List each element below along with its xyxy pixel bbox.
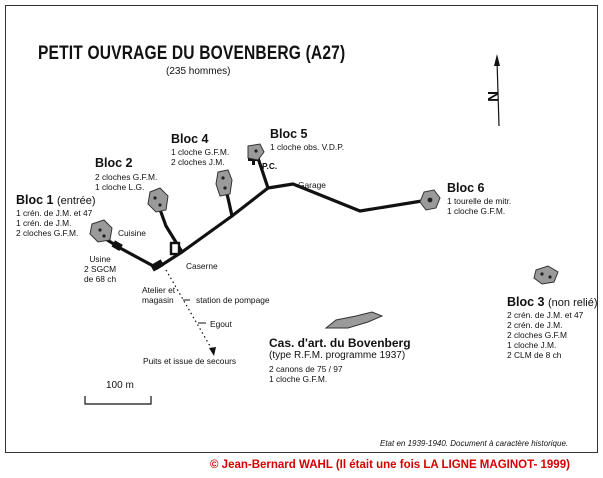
atelier-room bbox=[150, 259, 165, 272]
casemate-line: 2 canons de 75 / 97 bbox=[269, 364, 343, 374]
bloc5-name: Bloc 5 bbox=[270, 127, 308, 141]
bloc4-line: 1 cloche G.F.M. bbox=[171, 147, 230, 157]
bloc1-line: 2 cloches G.F.M. bbox=[16, 228, 79, 238]
bloc6-name: Bloc 6 bbox=[447, 181, 485, 195]
bloc6-title: Bloc 6 bbox=[447, 182, 485, 195]
bloc6-line: 1 tourelle de mitr. bbox=[447, 196, 512, 206]
sewer-arrow bbox=[209, 347, 216, 356]
bloc3-line: 1 cloche J.M. bbox=[507, 340, 557, 350]
casemate-title: Cas. d'art. du Bovenberg bbox=[269, 336, 411, 350]
puits-label: Puits et issue de secours bbox=[143, 356, 237, 366]
gallery-main bbox=[155, 182, 430, 270]
garage-label: Garage bbox=[298, 180, 326, 190]
bloc6-line: 1 cloche G.F.M. bbox=[447, 206, 506, 216]
bloc1-line: 1 crén. de J.M. et 47 bbox=[16, 208, 93, 218]
bloc3-line: 2 crén. de J.M. et 47 bbox=[507, 310, 584, 320]
usine-label: Usine 2 SGCM de 68 ch bbox=[84, 254, 116, 284]
copyright: © Jean-Bernard WAHL (Il était une fois L… bbox=[210, 459, 570, 471]
bloc3-qualifier: (non relié) bbox=[548, 297, 598, 309]
sewer-line bbox=[165, 269, 215, 354]
bloc3-shape bbox=[533, 265, 559, 285]
casemate-line: 1 cloche G.F.M. bbox=[269, 374, 328, 384]
page-title: PETIT OUVRAGE DU BOVENBERG (A27) bbox=[38, 43, 346, 64]
bloc4-line: 2 cloches J.M. bbox=[171, 157, 225, 167]
page-subtitle: (235 hommes) bbox=[166, 66, 231, 77]
casemate-shape bbox=[324, 311, 384, 329]
bloc3-name: Bloc 3 bbox=[507, 295, 545, 309]
caserne-label: Caserne bbox=[186, 261, 218, 271]
bloc1-details: 1 crén. de J.M. et 47 1 crén. de J.M. 2 … bbox=[16, 208, 92, 238]
bloc2-line: 1 cloche L.G. bbox=[95, 182, 145, 192]
bloc2-name: Bloc 2 bbox=[95, 156, 133, 170]
bloc1-line: 1 crén. de J.M. bbox=[16, 218, 72, 228]
usine-room bbox=[111, 240, 123, 251]
pc-room-post bbox=[252, 155, 255, 165]
pc-label: P.C. bbox=[262, 161, 278, 171]
bloc2-shape bbox=[147, 187, 169, 213]
gallery-bloc5 bbox=[256, 156, 270, 190]
bloc4-shape bbox=[215, 169, 233, 197]
bloc2-details: 2 cloches G.F.M. 1 cloche L.G. bbox=[95, 172, 157, 192]
bloc-shapes bbox=[89, 143, 559, 329]
caserne-room bbox=[169, 241, 181, 256]
bloc4-details: 1 cloche G.F.M. 2 cloches J.M. bbox=[171, 147, 229, 167]
casemate-type: (type R.F.M. programme 1937) bbox=[269, 350, 406, 361]
usine-line: 2 SGCM bbox=[84, 264, 117, 274]
atelier-line: Atelier et bbox=[142, 285, 176, 295]
casemate-details: 2 canons de 75 / 97 1 cloche G.F.M. bbox=[269, 364, 343, 384]
atelier-label: Atelier et magasin bbox=[142, 285, 175, 305]
bloc1-title: Bloc 1 (entrée) bbox=[16, 194, 96, 207]
bloc-dots bbox=[98, 149, 552, 279]
bloc2-title: Bloc 2 bbox=[95, 157, 133, 170]
usine-line: Usine bbox=[89, 254, 111, 264]
bloc6-details: 1 tourelle de mitr. 1 cloche G.F.M. bbox=[447, 196, 511, 216]
bloc4-name: Bloc 4 bbox=[171, 132, 209, 146]
north-label: N bbox=[484, 91, 502, 102]
bloc1-name: Bloc 1 bbox=[16, 193, 54, 207]
bloc1-qualifier: (entrée) bbox=[57, 195, 96, 207]
bloc3-line: 2 cloches G.F.M bbox=[507, 330, 568, 340]
egout-label: Egout bbox=[210, 319, 232, 329]
usine-line: de 68 ch bbox=[84, 274, 117, 284]
bloc4-title: Bloc 4 bbox=[171, 133, 209, 146]
bloc5-title: Bloc 5 bbox=[270, 128, 308, 141]
station-label: station de pompage bbox=[196, 295, 270, 305]
bloc3-line: 2 crén. de J.M. bbox=[507, 320, 563, 330]
atelier-line: magasin bbox=[142, 295, 174, 305]
north-arrow bbox=[494, 54, 500, 127]
diagram-frame bbox=[5, 5, 598, 453]
bloc3-line: 2 CLM de 8 ch bbox=[507, 350, 562, 360]
historical-note: Etat en 1939-1940. Document à caractère … bbox=[380, 439, 569, 448]
bloc3-details: 2 crén. de J.M. et 47 2 crén. de J.M. 2 … bbox=[507, 310, 583, 360]
bloc5-line: 1 cloche obs. V.D.P. bbox=[270, 142, 345, 152]
scale-bar bbox=[84, 396, 152, 405]
cuisine-label: Cuisine bbox=[118, 228, 146, 238]
scale-label: 100 m bbox=[106, 380, 134, 391]
bloc2-line: 2 cloches G.F.M. bbox=[95, 172, 158, 182]
bloc5-details: 1 cloche obs. V.D.P. bbox=[270, 142, 344, 152]
bloc3-title: Bloc 3 (non relié) bbox=[507, 296, 598, 309]
